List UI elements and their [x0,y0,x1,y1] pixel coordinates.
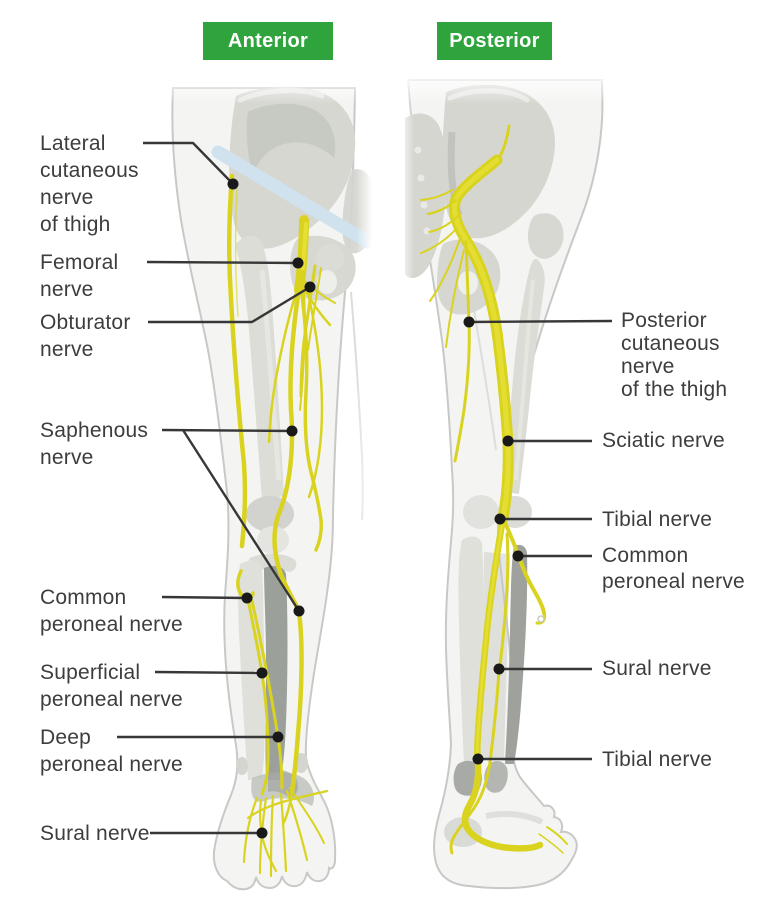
greater-trochanter-bone [527,213,564,259]
leader-lateral-cutaneous [143,141,234,185]
posterior-badge: Posterior [437,22,552,60]
label-saphenous-nerve: Saphenous nerve [40,419,149,469]
label-femoral-nerve: Femoral nerve [40,251,119,301]
leader-common-peroneal-l [161,595,248,600]
tibia-bone [238,560,265,780]
medial-condyle [463,495,499,529]
femur-highlight [259,269,282,481]
saphenous-nerve-path [272,285,304,795]
anterior-nerves [226,173,336,878]
leader-femoral [146,260,299,265]
marker-dots [227,178,524,839]
marker-tibial-lower [472,753,484,765]
common-peroneal-path [501,516,546,615]
posterior-cutaneous-path [453,240,471,463]
leader-obturator [148,285,311,324]
label-obturator-nerve: Obturator nerve [40,311,131,361]
marker-tibial-upper [494,513,506,525]
anterior-figure [171,86,377,891]
label-posterior-cutaneous-nerve: Posterior cutaneous nerve of the thigh [621,309,728,401]
marker-superficial-peroneal [256,667,268,679]
sacrum-bone [405,113,447,279]
marker-common-peroneal-l [241,592,253,604]
label-tibial-nerve-lower: Tibial nerve [602,748,713,771]
deep-peroneal-path [250,599,284,790]
label-common-peroneal-nerve-anterior: Common peroneal nerve [40,586,183,636]
label-superficial-peroneal-nerve: Superficial peroneal nerve [40,661,183,711]
inguinal-ligament [211,145,375,249]
fibula-shadow-band [264,566,288,780]
label-lateral-cutaneous-nerve: Lateral cutaneous nerve of thigh [40,132,139,236]
label-common-peroneal-nerve-posterior: Common peroneal nerve [602,544,745,593]
midfoot-bone-streak [485,811,544,825]
femur-highlight-posterior [514,279,535,481]
sural-nerve-path [449,532,510,855]
lateral-cutaneous-nerve-path [226,173,248,549]
top-fade [150,70,650,104]
leader-saphenous-lower [181,429,301,612]
leader-posterior-cutaneous [468,319,613,324]
marker-lateral-cutaneous [227,178,239,190]
marker-sural-r [493,663,505,675]
label-deep-peroneal-nerve: Deep peroneal nerve [40,726,183,776]
femoral-head-bone [316,244,344,272]
ilium-shade [246,103,336,176]
leader-saphenous-upper [161,428,293,433]
marker-sciatic [502,435,514,447]
leader-superficial-peroneal [154,670,263,675]
anterior-badge: Anterior [203,22,333,60]
marker-posterior-cutaneous [463,316,475,328]
marker-obturator [304,281,316,293]
center-gap-fade [356,70,414,610]
superficial-peroneal-path [246,597,270,796]
marker-femoral [292,257,304,269]
label-tibial-nerve-upper: Tibial nerve [602,508,713,531]
peroneal-tip-highlight [537,615,545,623]
label-sciatic-nerve: Sciatic nerve [602,429,725,452]
fibula-bone-dark [505,544,528,764]
marker-common-peroneal-r [512,550,524,562]
label-sural-nerve-posterior: Sural nerve [602,657,712,680]
posterior-figure [405,79,604,890]
label-sural-nerve-anterior: Sural nerve [40,822,150,845]
medial-malleolus [236,757,248,775]
marker-deep-peroneal [272,731,284,743]
posterior-nerves [420,124,568,855]
leader-lines [117,141,613,835]
sacral-foramina [414,146,431,235]
obturator-foramen [317,270,337,294]
marker-sural-l [256,827,268,839]
marker-saphenous-lower [293,605,305,617]
marker-saphenous-upper [286,425,298,437]
femur-bone [236,235,284,501]
